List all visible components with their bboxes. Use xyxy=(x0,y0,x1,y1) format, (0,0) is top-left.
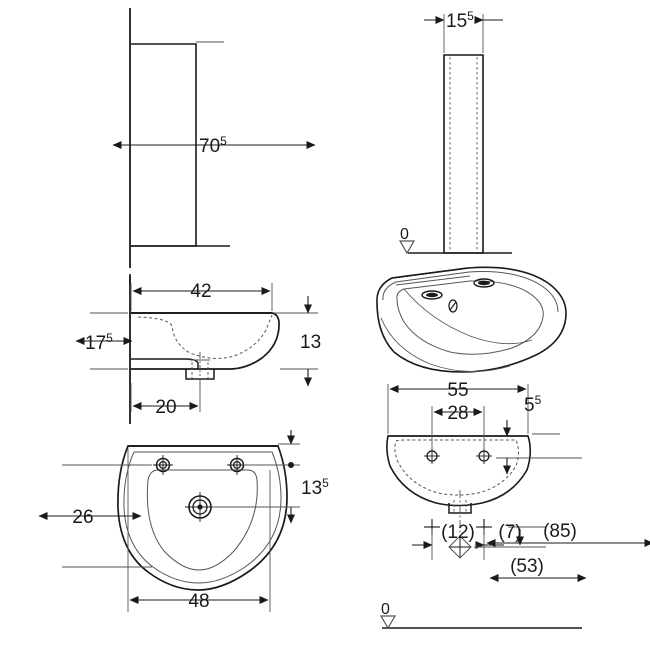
view-basin-perspective xyxy=(376,266,567,373)
dim-basin-side-depth: 42 xyxy=(190,281,211,302)
dim-basin-tap-spacing: 28 xyxy=(447,403,468,424)
dim-ref-12: (12) xyxy=(441,522,475,543)
dim-basin-plan-width: 48 xyxy=(188,591,209,612)
view-basin-side xyxy=(75,276,318,424)
datum-label-pedestal: 0 xyxy=(400,226,409,243)
tap-hole-left xyxy=(424,448,440,464)
geometry-layer xyxy=(38,8,650,630)
tap-hole-left xyxy=(421,290,443,300)
dim-basin-outlet-offset: 20 xyxy=(155,397,176,418)
tap-hole-left xyxy=(153,455,173,475)
dim-pedestal-height: 705 xyxy=(199,134,227,157)
view-basin-plan xyxy=(38,430,300,612)
drain-hole xyxy=(185,492,215,522)
datum-label-floor: 0 xyxy=(381,601,390,618)
overflow-slot xyxy=(448,299,458,313)
dim-basin-bowl-height: 13 xyxy=(300,332,321,353)
view-pedestal-side xyxy=(112,8,316,284)
view-basin-front xyxy=(379,384,650,630)
dim-basin-front-width: 55 xyxy=(447,380,468,401)
dim-basin-plan-depth: 26 xyxy=(72,507,93,528)
dim-ref-85: (85) xyxy=(543,521,577,542)
waste-connection xyxy=(448,535,472,559)
dim-ref-7: (7) xyxy=(498,522,521,543)
dimension-labels: 705 155 0 42 175 13 20 135 26 xyxy=(72,9,576,618)
dim-basin-rim-thickness: 55 xyxy=(524,393,542,416)
tap-hole-right xyxy=(476,448,492,464)
view-pedestal-front xyxy=(398,14,512,255)
dim-basin-rim-depth: 135 xyxy=(301,476,329,499)
dim-pedestal-width: 155 xyxy=(446,9,474,32)
tap-hole-right xyxy=(473,278,495,288)
dim-basin-wall-height: 175 xyxy=(85,331,113,354)
dim-ref-53: (53) xyxy=(510,556,544,577)
